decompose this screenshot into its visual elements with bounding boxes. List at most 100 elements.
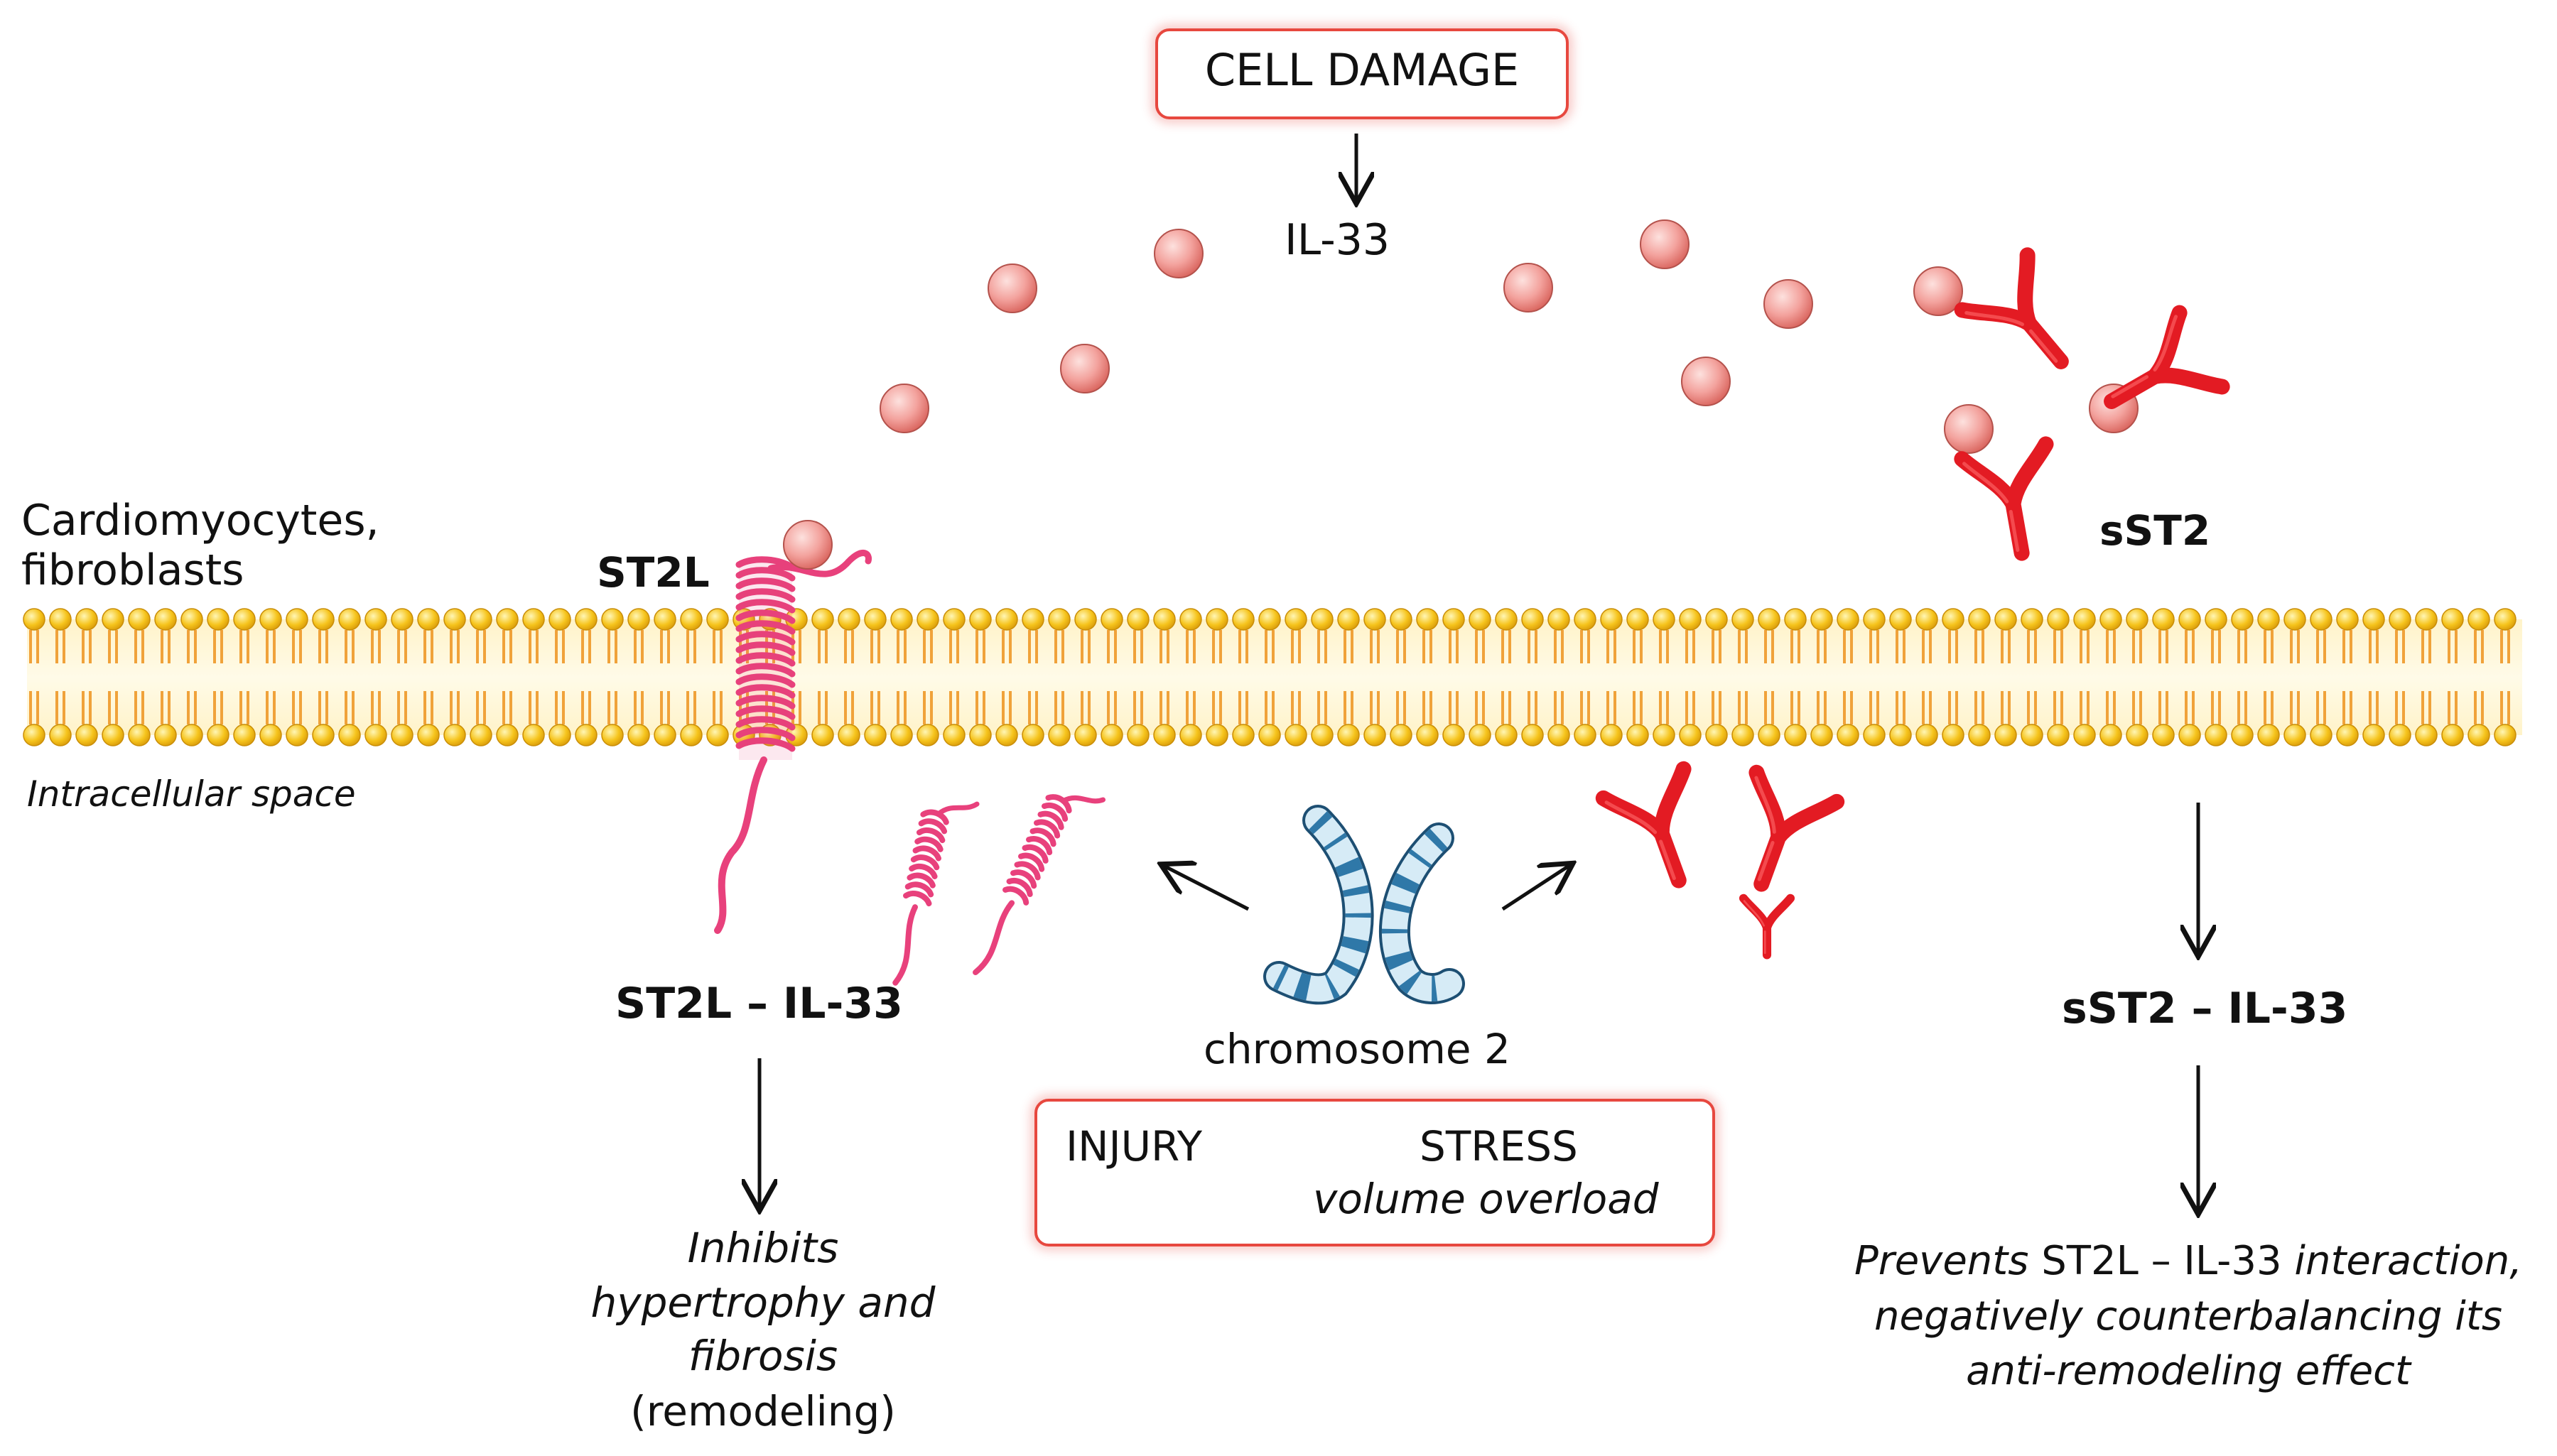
lipid-head bbox=[2494, 724, 2517, 746]
lipid-head bbox=[2231, 608, 2254, 631]
stress-label: STRESS bbox=[1420, 1122, 1578, 1170]
lipid-head bbox=[1653, 608, 1675, 631]
sst2-receptor-icon bbox=[1954, 436, 2054, 561]
lipid-head bbox=[1626, 724, 1649, 746]
lipid-head bbox=[1784, 724, 1807, 746]
lipid-tail bbox=[2474, 630, 2484, 724]
lipid-tail bbox=[2237, 630, 2247, 724]
chromosome-label: chromosome 2 bbox=[1204, 1025, 1510, 1073]
lipid-head bbox=[1731, 608, 1754, 631]
lipid-head bbox=[1127, 724, 1150, 746]
il33-ball-icon bbox=[880, 384, 929, 433]
lipid-tail bbox=[1974, 630, 1984, 724]
lipid-tail bbox=[55, 630, 65, 724]
lipid-head bbox=[1810, 608, 1833, 631]
lipid-tail bbox=[2316, 630, 2326, 724]
free-st2l-icon bbox=[973, 794, 1106, 975]
lipid-tail bbox=[1370, 630, 1380, 724]
lipid-head bbox=[969, 724, 992, 746]
il33-ball-icon bbox=[1944, 404, 1994, 454]
lipid-head bbox=[1416, 724, 1439, 746]
lipid-tail bbox=[1133, 630, 1143, 724]
lipid-head bbox=[680, 724, 703, 746]
lipid-head bbox=[1679, 724, 1702, 746]
lipid-head bbox=[102, 608, 124, 631]
st2l-intracellular-tail bbox=[714, 756, 767, 934]
lipid-head bbox=[2283, 608, 2306, 631]
lipid-head bbox=[890, 608, 913, 631]
lipid-tail bbox=[239, 630, 249, 724]
lipid-tail bbox=[2053, 630, 2063, 724]
lipid-tail bbox=[266, 630, 276, 724]
lipid-head bbox=[2310, 608, 2332, 631]
lipid-head bbox=[1495, 608, 1518, 631]
lipid-head bbox=[233, 608, 256, 631]
lipid-head bbox=[75, 608, 98, 631]
cell-membrane bbox=[23, 608, 2522, 746]
lipid-tail bbox=[897, 630, 907, 724]
lipid-head bbox=[1337, 724, 1360, 746]
lipid-head bbox=[1600, 724, 1623, 746]
lipid-head bbox=[2362, 724, 2385, 746]
lipid-head bbox=[496, 724, 519, 746]
lipid-head bbox=[2231, 724, 2254, 746]
lipid-head bbox=[1022, 608, 1044, 631]
lipid-head bbox=[601, 608, 624, 631]
lipid-head bbox=[2441, 724, 2464, 746]
lipid-tail bbox=[529, 630, 539, 724]
intracellular-label: Intracellular space bbox=[27, 773, 356, 815]
left-effect-line3: fibrosis bbox=[688, 1332, 838, 1380]
lipid-head bbox=[470, 724, 492, 746]
lipid-head bbox=[1968, 608, 1991, 631]
right-effect-interaction: interaction, bbox=[2281, 1238, 2523, 1284]
lipid-tail bbox=[1896, 630, 1905, 724]
lipid-tail bbox=[791, 630, 801, 724]
lipid-tail bbox=[423, 630, 433, 724]
lipid-head bbox=[207, 724, 229, 746]
lipid-head bbox=[1626, 608, 1649, 631]
lipid-head bbox=[1101, 608, 1123, 631]
lipid-tail bbox=[949, 630, 959, 724]
lipid-tail bbox=[607, 630, 617, 724]
lipid-head bbox=[1889, 724, 1912, 746]
lipid-head bbox=[1758, 724, 1780, 746]
lipid-head bbox=[811, 724, 834, 746]
lipid-head bbox=[2205, 608, 2227, 631]
lipid-tail bbox=[2106, 630, 2116, 724]
lipid-head bbox=[2073, 608, 2096, 631]
lipid-tail bbox=[1396, 630, 1406, 724]
lipid-head bbox=[1469, 724, 1491, 746]
lipid-head bbox=[2362, 608, 2385, 631]
lipid-tail bbox=[1107, 630, 1117, 724]
lipid-head bbox=[2178, 608, 2201, 631]
lipid-head bbox=[548, 608, 571, 631]
lipid-head bbox=[1731, 724, 1754, 746]
lipid-head bbox=[1758, 608, 1780, 631]
right-effect-line1: Prevents ST2L – IL-33 interaction, bbox=[1812, 1239, 2557, 1284]
lipid-tail bbox=[1159, 630, 1169, 724]
lipid-head bbox=[995, 608, 1018, 631]
lipid-head bbox=[2152, 724, 2175, 746]
lipid-head bbox=[23, 724, 45, 746]
lipid-head bbox=[2257, 724, 2280, 746]
volume-overload-label: volume overload bbox=[1313, 1175, 1659, 1223]
lipid-head bbox=[995, 724, 1018, 746]
il33-ball-group bbox=[783, 219, 2139, 570]
lipid-tail bbox=[923, 630, 933, 724]
lipid-head bbox=[2152, 608, 2175, 631]
lipid-head bbox=[680, 608, 703, 631]
lipid-head bbox=[75, 724, 98, 746]
lipid-head bbox=[706, 724, 729, 746]
lipid-head bbox=[2126, 724, 2148, 746]
lipid-tail bbox=[2080, 630, 2090, 724]
left-effect-line1: Inhibits bbox=[687, 1224, 839, 1272]
lipid-tail bbox=[318, 630, 328, 724]
lipid-head bbox=[1258, 724, 1281, 746]
chromatid-left-bands bbox=[1272, 811, 1371, 1002]
il33-ball-icon bbox=[1154, 229, 1204, 278]
il33-ball-icon bbox=[1681, 357, 1731, 406]
st2l-coil bbox=[735, 556, 796, 752]
lipid-head bbox=[1442, 608, 1465, 631]
lipid-head bbox=[1311, 608, 1334, 631]
lipid-head bbox=[838, 608, 860, 631]
